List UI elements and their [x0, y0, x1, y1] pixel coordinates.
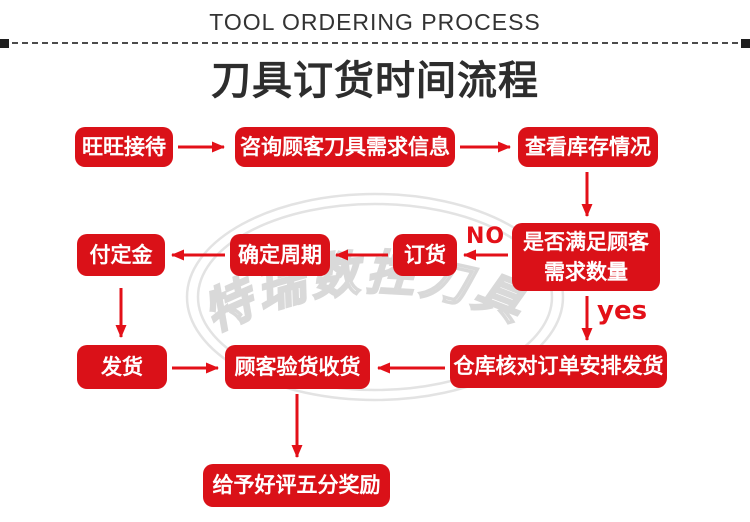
node-good-review-reward: 给予好评五分奖励 [203, 464, 390, 507]
edge-label-no: NO [466, 224, 506, 249]
node-consult-needs: 咨询顾客刀具需求信息 [235, 127, 455, 167]
node-confirm-cycle: 确定周期 [230, 234, 330, 276]
node-warehouse-arrange: 仓库核对订单安排发货 [450, 345, 667, 388]
divider-right-square [741, 39, 750, 48]
edge-label-yes: yes [597, 296, 648, 326]
node-pay-deposit: 付定金 [77, 234, 165, 276]
node-customer-inspect: 顾客验货收货 [225, 345, 370, 389]
node-place-order: 订货 [393, 234, 457, 276]
page-title-english: TOOL ORDERING PROCESS [209, 9, 541, 35]
dashed-divider [12, 42, 738, 44]
node-wangwang-reception: 旺旺接待 [75, 127, 173, 167]
node-ship-goods: 发货 [77, 345, 167, 389]
page-title-chinese: 刀具订货时间流程 [211, 58, 539, 104]
node-check-stock: 查看库存情况 [518, 127, 658, 167]
divider-left-square [0, 39, 9, 48]
watermark-ellipse [185, 192, 565, 402]
node-stock-satisfy: 是否满足顾客需求数量 [512, 223, 660, 291]
